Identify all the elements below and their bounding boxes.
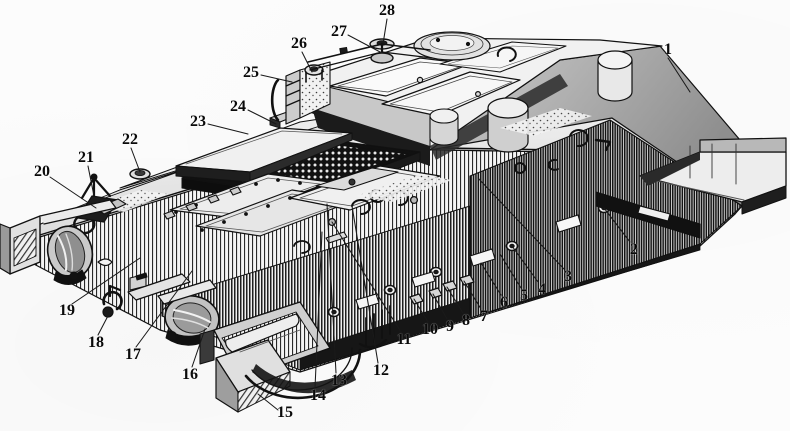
leader-line-16 (191, 328, 206, 368)
leader-line-7 (463, 280, 482, 310)
leader-line-22 (130, 147, 141, 173)
callout-number-10: 10 (422, 321, 438, 338)
callout-number-16: 16 (182, 366, 198, 383)
callout-number-27: 27 (331, 23, 347, 40)
callout-number-3: 3 (564, 268, 572, 285)
leader-line-11 (331, 221, 402, 333)
leader-line-14 (314, 231, 323, 389)
side-bracket-25 (270, 61, 331, 125)
leader-line-12 (351, 205, 379, 364)
leader-line-9 (432, 293, 448, 320)
callout-number-2: 2 (630, 241, 638, 258)
callout-number-8: 8 (462, 312, 470, 329)
leader-line-24 (247, 109, 277, 125)
leader-line-10 (413, 298, 429, 323)
callout-number-22: 22 (122, 131, 138, 148)
rear-fender-plate (639, 137, 787, 215)
callout-number-1: 1 (664, 41, 672, 58)
leader-line-13 (326, 203, 337, 374)
callout-number-23: 23 (190, 113, 206, 130)
callout-number-6: 6 (500, 294, 508, 311)
callout-number-25: 25 (243, 64, 259, 81)
fitting-18 (102, 284, 123, 318)
leader-line-8 (446, 286, 464, 314)
callout-number-20: 20 (34, 163, 50, 180)
callout-number-11: 11 (396, 331, 412, 348)
callout-number-15: 15 (277, 404, 293, 421)
leader-line-1 (667, 57, 691, 93)
callout-number-12: 12 (373, 362, 389, 379)
leader-line-26 (301, 51, 313, 73)
leader-line-23 (207, 123, 249, 135)
leader-line-27 (347, 34, 383, 54)
mudguard-arc (244, 305, 391, 400)
callout-number-7: 7 (480, 308, 488, 325)
callout-number-9: 9 (446, 318, 454, 335)
lower-side-fittings (327, 202, 611, 318)
air-cleaner-drums (429, 50, 633, 153)
deck-fitting-22 (129, 168, 151, 180)
front-lower-plate (213, 301, 331, 413)
callout-number-26: 26 (291, 35, 307, 52)
front-nose-plate (0, 199, 117, 275)
leader-line-28 (382, 18, 388, 45)
leader-line-2 (603, 207, 631, 243)
callout-number-5: 5 (520, 287, 528, 304)
leader-lines (49, 18, 691, 411)
leader-line-25 (260, 74, 293, 83)
rear-hull-lip (595, 191, 701, 239)
callout-number-18: 18 (88, 334, 104, 351)
deck-rail-27 (307, 43, 433, 71)
leader-line-6 (480, 262, 502, 296)
leader-line-19 (71, 257, 141, 305)
callout-number-21: 21 (78, 149, 94, 166)
callout-number-19: 19 (59, 302, 75, 319)
callout-number-4: 4 (538, 281, 546, 298)
deck-rail-23 (175, 127, 353, 183)
leader-line-3 (477, 177, 565, 270)
callout-number-14: 14 (310, 387, 326, 404)
leader-line-21 (87, 165, 95, 197)
headlight-assembly-19 (46, 225, 113, 285)
leader-line-4 (511, 245, 539, 283)
leader-line-18 (97, 311, 111, 336)
leader-line-20 (49, 176, 97, 209)
callout-number-24: 24 (230, 98, 246, 115)
leader-line-17 (135, 270, 193, 348)
engine-deck-hatches (329, 31, 567, 117)
fitting-17 (127, 272, 191, 301)
leader-line-5 (499, 253, 522, 289)
leader-line-15 (257, 393, 279, 411)
callout-number-17: 17 (125, 346, 141, 363)
callout-number-13: 13 (331, 372, 347, 389)
callout-number-28: 28 (379, 2, 395, 19)
